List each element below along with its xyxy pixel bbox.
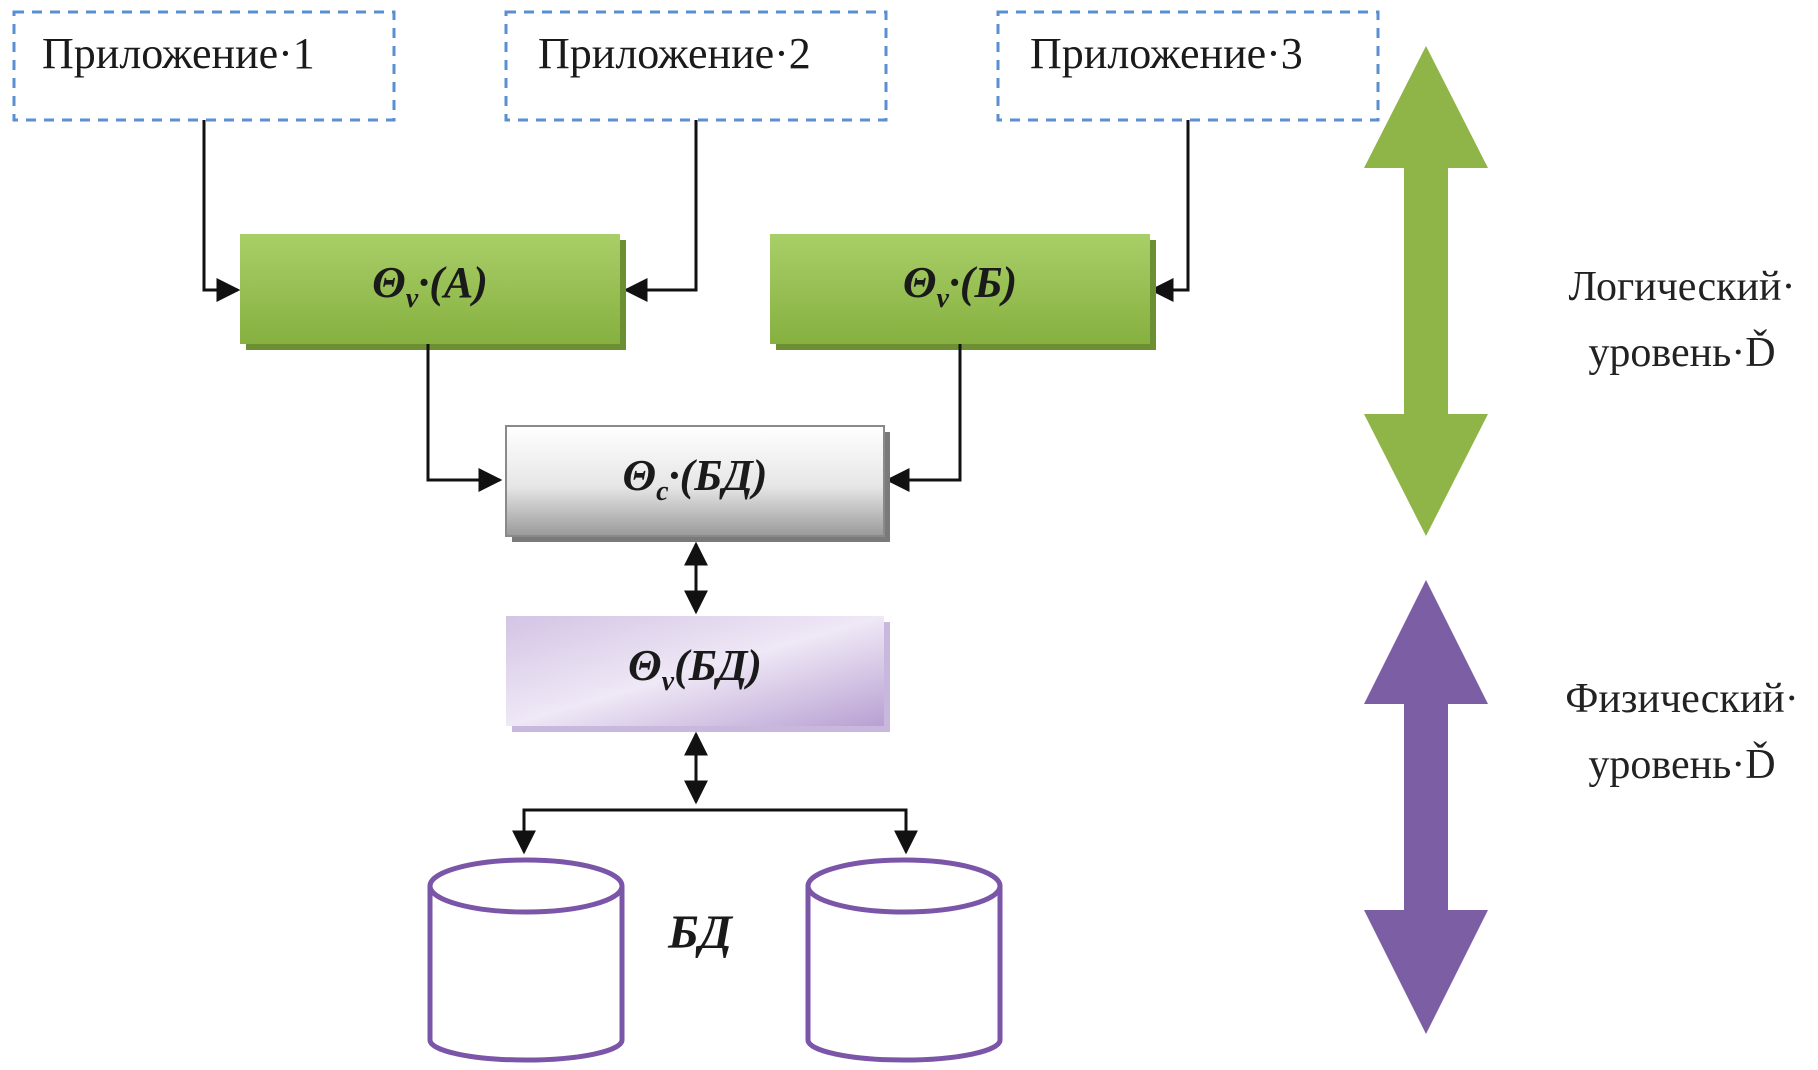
- connector-storage-branch: [522, 808, 908, 848]
- internal-schema-label: Θv(БД): [628, 641, 762, 697]
- application-1-label: Приложение·1: [42, 29, 315, 78]
- database-cylinder-2: [805, 857, 1003, 1063]
- view-a-label: Θv·(A): [372, 258, 488, 314]
- connector-app2-view-a: [623, 120, 698, 302]
- database-label: БД: [667, 906, 734, 959]
- logical-level-label-line2: уровень·Ď: [1588, 329, 1775, 376]
- conceptual-schema-box: Θc·(БД): [505, 425, 890, 542]
- logical-level-label-line1: Логический·: [1569, 264, 1796, 310]
- physical-level-label-line2: уровень·Ď: [1588, 741, 1775, 788]
- application-3-label: Приложение·3: [1030, 29, 1303, 78]
- application-box-1: Приложение·1: [12, 10, 396, 122]
- physical-level-label-line1: Физический·: [1565, 676, 1799, 722]
- connector-app3-view-b: [1149, 120, 1190, 302]
- physical-level-arrow: [1364, 580, 1488, 1034]
- logical-level-arrow: [1364, 46, 1488, 536]
- application-box-3: Приложение·3: [996, 10, 1380, 122]
- internal-schema-box: Θv(БД): [506, 616, 890, 732]
- connector-view-b-conceptual: [885, 344, 962, 492]
- connector-view-a-conceptual: [426, 344, 503, 492]
- view-box-a: Θv·(A): [240, 234, 626, 350]
- application-box-2: Приложение·2: [504, 10, 888, 122]
- application-2-label: Приложение·2: [538, 29, 811, 78]
- view-b-label: Θv·(Б): [903, 258, 1017, 314]
- view-box-b: Θv·(Б): [770, 234, 1156, 350]
- connector-app1-view-a: [202, 120, 241, 302]
- database-cylinder-1: [427, 857, 625, 1063]
- conceptual-schema-label: Θc·(БД): [623, 451, 768, 507]
